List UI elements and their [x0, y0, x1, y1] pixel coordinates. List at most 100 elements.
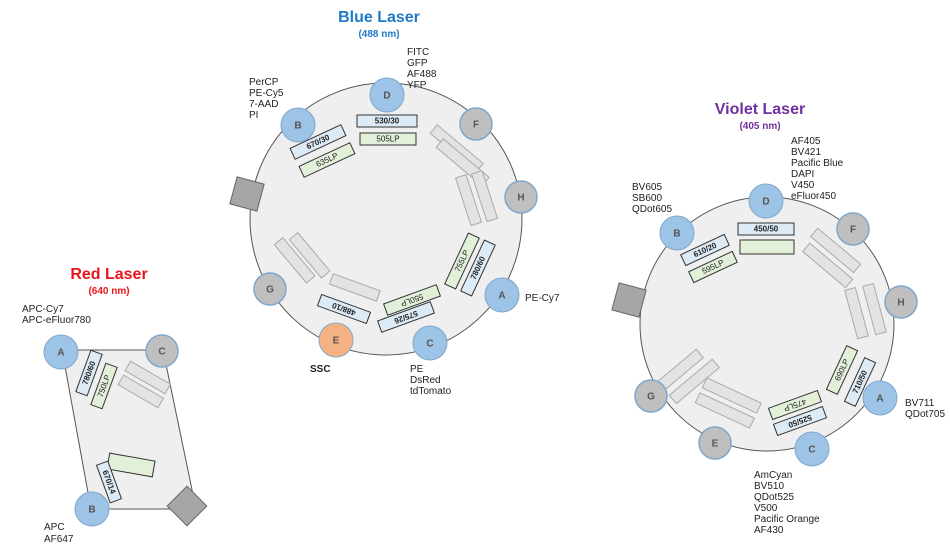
svg-text:FITC: FITC: [407, 47, 429, 58]
blue-A-dye: PE-Cy7: [525, 293, 560, 304]
red-detector-A: A: [43, 334, 79, 370]
blue-D-lp-filter: 505LP: [359, 132, 417, 146]
svg-text:YFP: YFP: [407, 80, 427, 91]
blue-empty-slots: [273, 124, 499, 302]
blue-laser-input: [229, 176, 265, 212]
violet-detector-A: A: [862, 380, 898, 416]
svg-text:B: B: [673, 229, 680, 240]
svg-text:D: D: [762, 197, 769, 208]
blue-E-bp-filter: 488/10: [316, 293, 372, 325]
svg-text:QDot705: QDot705: [905, 409, 945, 420]
blue-detector-D: D: [369, 77, 405, 113]
blue-C-dyes: PE DsRed tdTomato: [410, 364, 452, 397]
svg-text:BV605: BV605: [632, 182, 662, 193]
svg-text:eFluor450: eFluor450: [791, 191, 836, 202]
svg-text:PI: PI: [249, 110, 258, 121]
red-A-bp-filter: 780/60: [75, 349, 103, 397]
svg-text:QDot605: QDot605: [632, 204, 672, 215]
red-laser-wavelength: (640 nm): [88, 286, 129, 297]
svg-text:V500: V500: [754, 503, 778, 514]
svg-text:A: A: [876, 394, 883, 405]
red-B-dyes: APC AF647: [44, 522, 74, 545]
violet-D-bp-filter: 450/50: [737, 222, 795, 236]
blue-detector-B: B: [280, 107, 316, 143]
violet-C-lp-filter: 475LP: [767, 389, 823, 421]
red-laser-title: Red Laser: [70, 266, 147, 283]
violet-A-dyes: BV711 QDot705: [905, 398, 945, 420]
blue-C-lp-filter: 550LP: [382, 284, 442, 316]
svg-text:BV711: BV711: [905, 398, 935, 409]
red-detector-C: C: [145, 334, 179, 368]
blue-detector-A: A: [484, 277, 520, 313]
svg-text:SB600: SB600: [632, 193, 662, 204]
violet-C-bp-filter: 525/50: [772, 405, 828, 437]
svg-text:GFP: GFP: [407, 58, 428, 69]
svg-text:BV421: BV421: [791, 147, 821, 158]
blue-detector-F: F: [459, 107, 493, 141]
svg-text:A: A: [498, 291, 505, 302]
red-B-lp-filter: [106, 452, 156, 478]
violet-detector-E: E: [698, 426, 732, 460]
red-B-bp-filter: 670/14: [95, 460, 123, 504]
violet-detector-C: C: [794, 431, 830, 467]
svg-text:PerCP: PerCP: [249, 77, 279, 88]
violet-B-dyes: BV605 SB600 QDot605: [632, 182, 672, 215]
svg-text:AF647: AF647: [44, 534, 74, 545]
svg-text:APC-Cy7: APC-Cy7: [22, 304, 64, 315]
blue-C-bp-filter: 575/26: [376, 301, 436, 333]
svg-text:E: E: [712, 439, 719, 450]
blue-detector-G: G: [253, 272, 287, 306]
svg-text:APC-eFluor780: APC-eFluor780: [22, 315, 91, 326]
svg-text:AF405: AF405: [791, 136, 821, 147]
violet-laser-title: Violet Laser: [715, 101, 805, 118]
red-laser-group: Red Laser (640 nm) 780/60 750LP 670/14 A…: [22, 266, 208, 545]
violet-detector-D: D: [748, 183, 784, 219]
svg-text:AmCyan: AmCyan: [754, 470, 792, 481]
svg-text:Pacific Blue: Pacific Blue: [791, 158, 844, 169]
svg-text:C: C: [808, 445, 815, 456]
blue-D-dyes: FITC GFP AF488 YFP: [407, 47, 437, 91]
svg-text:QDot525: QDot525: [754, 492, 794, 503]
violet-laser-wavelength: (405 nm): [739, 121, 780, 132]
blue-D-bp-filter: 530/30: [356, 114, 418, 128]
red-laser-input: [166, 485, 208, 527]
violet-detector-G: G: [634, 379, 668, 413]
red-A-dyes: APC-Cy7 APC-eFluor780: [22, 304, 91, 326]
violet-detector-B: B: [659, 215, 695, 251]
svg-text:G: G: [266, 285, 274, 296]
svg-text:H: H: [897, 298, 904, 309]
blue-B-dyes: PerCP PE-Cy5 7-AAD PI: [249, 77, 284, 121]
svg-text:H: H: [517, 193, 524, 204]
svg-text:tdTomato: tdTomato: [410, 386, 452, 397]
svg-text:D: D: [383, 91, 390, 102]
violet-detector-F: F: [836, 212, 870, 246]
svg-text:A: A: [57, 348, 64, 359]
red-A-lp-filter: 750LP: [90, 362, 118, 410]
blue-E-label: SSC: [310, 364, 331, 375]
svg-text:AF488: AF488: [407, 69, 437, 80]
svg-text:PE-Cy5: PE-Cy5: [249, 88, 284, 99]
svg-text:E: E: [333, 336, 340, 347]
blue-laser-group: Blue Laser (488 nm) 670/30 635LP 530/30: [229, 9, 560, 397]
violet-empty-slots: [652, 227, 887, 429]
svg-text:Pacific Orange: Pacific Orange: [754, 514, 820, 525]
svg-text:505LP: 505LP: [376, 135, 399, 144]
blue-detector-H: H: [504, 180, 538, 214]
red-empty-slots: [117, 360, 172, 409]
svg-text:530/30: 530/30: [375, 117, 400, 126]
violet-laser-group: Violet Laser (405 nm) 610/20 595LP 450/5…: [611, 101, 945, 536]
blue-detector-C: C: [412, 325, 448, 361]
svg-text:V450: V450: [791, 180, 815, 191]
red-detector-B: B: [74, 491, 110, 527]
svg-text:F: F: [473, 120, 479, 131]
svg-text:7-AAD: 7-AAD: [249, 99, 278, 110]
blue-laser-title: Blue Laser: [338, 9, 420, 26]
svg-text:DsRed: DsRed: [410, 375, 441, 386]
svg-text:C: C: [426, 339, 433, 350]
svg-text:G: G: [647, 392, 655, 403]
svg-text:PE: PE: [410, 364, 424, 375]
violet-D-dyes: AF405 BV421 Pacific Blue DAPI V450 eFluo…: [791, 136, 844, 202]
svg-text:BV510: BV510: [754, 481, 784, 492]
svg-text:B: B: [88, 505, 95, 516]
